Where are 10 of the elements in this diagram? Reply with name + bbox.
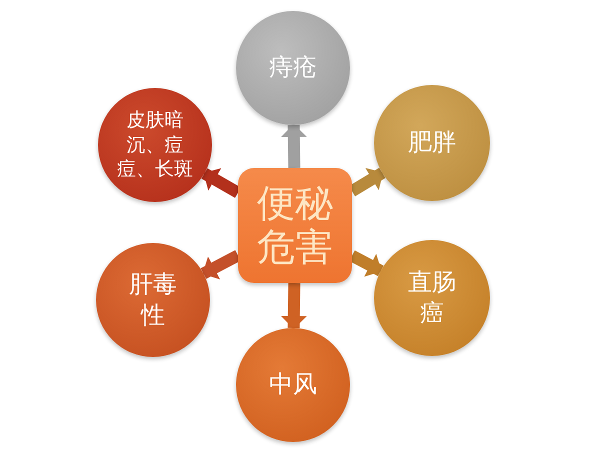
topic-label: 痔疮	[268, 52, 318, 84]
arrow	[280, 282, 307, 329]
topic-label: 肥胖	[406, 127, 457, 158]
topic-label: 皮肤暗沉、痘痘、长斑	[116, 108, 194, 182]
topic-label: 中风	[268, 369, 318, 400]
arrow	[280, 124, 307, 168]
center-title: 便秘危害	[256, 182, 334, 270]
topic-label: 直肠癌	[406, 266, 457, 329]
topic-label: 肝毒性	[128, 268, 178, 331]
center-box	[238, 168, 352, 283]
